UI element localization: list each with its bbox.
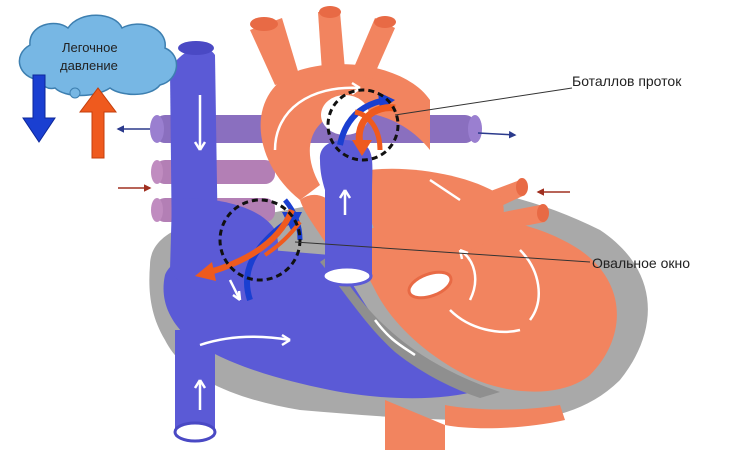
ductus-label: Боталлов проток bbox=[572, 73, 682, 89]
ductus-leader-line bbox=[394, 87, 573, 116]
foramen-shunt-arrows bbox=[195, 198, 303, 301]
mitral-valve bbox=[407, 270, 453, 300]
left-atrium bbox=[365, 168, 504, 252]
pressure-down-arrow bbox=[22, 74, 56, 143]
foramen-leader-line bbox=[294, 241, 591, 263]
pulmonary-pressure-cloud: Легочное давление bbox=[18, 14, 178, 99]
side-arrows bbox=[116, 125, 570, 196]
foramen-dashed-circle bbox=[218, 198, 302, 282]
foramen-label: Овальное окно bbox=[592, 255, 690, 271]
descending-aorta bbox=[385, 400, 565, 450]
inferior-vena-cava bbox=[175, 330, 215, 430]
ductus-shunt-arrows bbox=[337, 92, 396, 156]
pressure-up-arrow bbox=[79, 87, 117, 159]
cloud-label-line1: Легочное bbox=[62, 40, 118, 55]
pressure-arrows bbox=[22, 74, 117, 159]
cloud-label-line2: давление bbox=[60, 58, 118, 73]
aortic-branches bbox=[250, 6, 396, 85]
ductus-dashed-circle bbox=[326, 88, 400, 162]
